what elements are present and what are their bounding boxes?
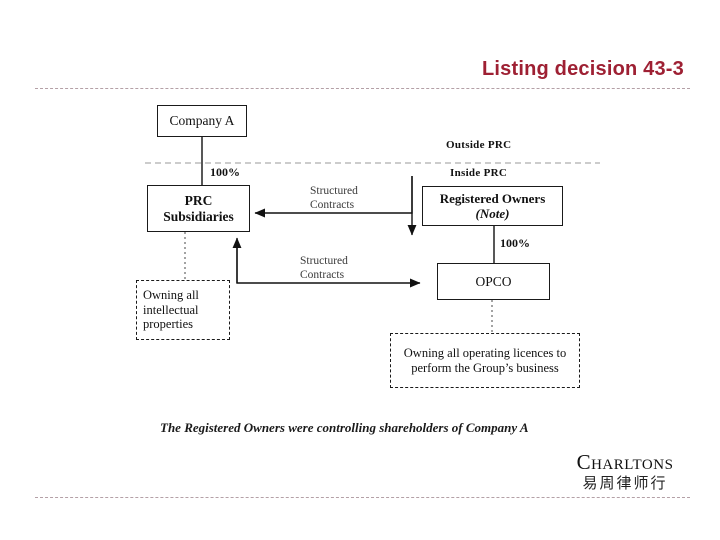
node-operating-licences[interactable]: Owning all operating licences to perform… (390, 333, 580, 388)
logo-name-en: Charltons (576, 450, 674, 474)
node-company-a-label: Company A (169, 113, 235, 129)
node-intellectual-properties[interactable]: Owning all intellectual properties (136, 280, 230, 340)
node-registered-owners-label: Registered Owners (439, 190, 546, 206)
label-structured-contracts-lower: Structured Contracts (300, 255, 348, 281)
node-intellectual-properties-label: Owning all intellectual properties (143, 287, 199, 332)
diagram-footnote: The Registered Owners were controlling s… (160, 420, 529, 435)
label-inside-prc: Inside PRC (450, 167, 508, 179)
node-registered-owners-text: Registered Owners (Note) (440, 191, 546, 222)
logo-name-cn: 易周律师行 (582, 474, 668, 492)
footer-divider (35, 497, 690, 498)
node-prc-subsidiaries[interactable]: PRC Subsidiaries (147, 185, 250, 232)
charltons-logo: Charltons 易周律师行 (560, 452, 690, 493)
node-operating-licences-label: Owning all operating licences to perform… (403, 345, 567, 375)
node-opco[interactable]: OPCO (437, 263, 550, 300)
label-ownership-company-to-subs: 100% (210, 165, 240, 179)
label-ownership-owners-to-opco: 100% (500, 236, 530, 250)
label-outside-prc: Outside PRC (446, 139, 512, 151)
node-registered-owners-note: (Note) (475, 206, 510, 221)
page-title: Listing decision 43-3 (481, 58, 684, 80)
node-company-a[interactable]: Company A (157, 105, 247, 137)
node-registered-owners[interactable]: Registered Owners (Note) (422, 186, 563, 226)
node-opco-label: OPCO (475, 273, 512, 289)
label-structured-contracts-upper: Structured Contracts (310, 185, 358, 211)
header-divider (35, 88, 690, 89)
node-prc-subsidiaries-label: PRC Subsidiaries (163, 192, 234, 224)
